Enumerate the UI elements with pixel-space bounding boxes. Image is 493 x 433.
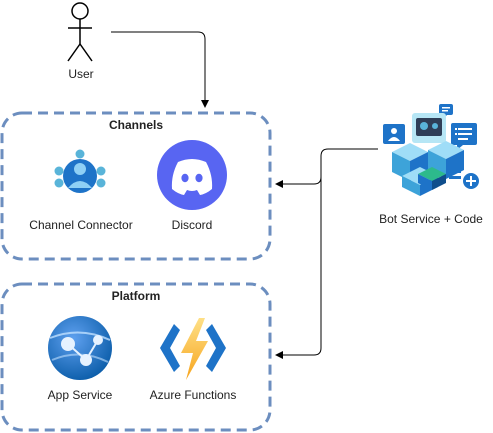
- channel-connector-icon: [54, 149, 106, 193]
- discord-icon: [157, 140, 227, 210]
- azure-functions-icon: [160, 318, 226, 380]
- channels-group: [0, 111, 272, 261]
- user-to-channels-connector: [111, 31, 209, 108]
- user-label: User: [68, 67, 94, 81]
- channels-group-title: Channels: [108, 118, 163, 132]
- bot-service-label: Bot Service + Code: [379, 212, 483, 226]
- platform-group: [0, 282, 272, 432]
- azure-functions-label: Azure Functions: [149, 388, 237, 402]
- app-service-icon: [48, 316, 112, 380]
- discord-label: Discord: [171, 218, 213, 232]
- platform-group-title: Platform: [111, 289, 161, 303]
- bot-to-platform-connector: [275, 177, 322, 359]
- channel-connector-label: Channel Connector: [29, 218, 133, 232]
- bot-to-channels-connector: [275, 148, 378, 188]
- bot-service-icon: [383, 104, 479, 196]
- app-service-label: App Service: [47, 388, 113, 402]
- user-actor-icon: [67, 2, 93, 62]
